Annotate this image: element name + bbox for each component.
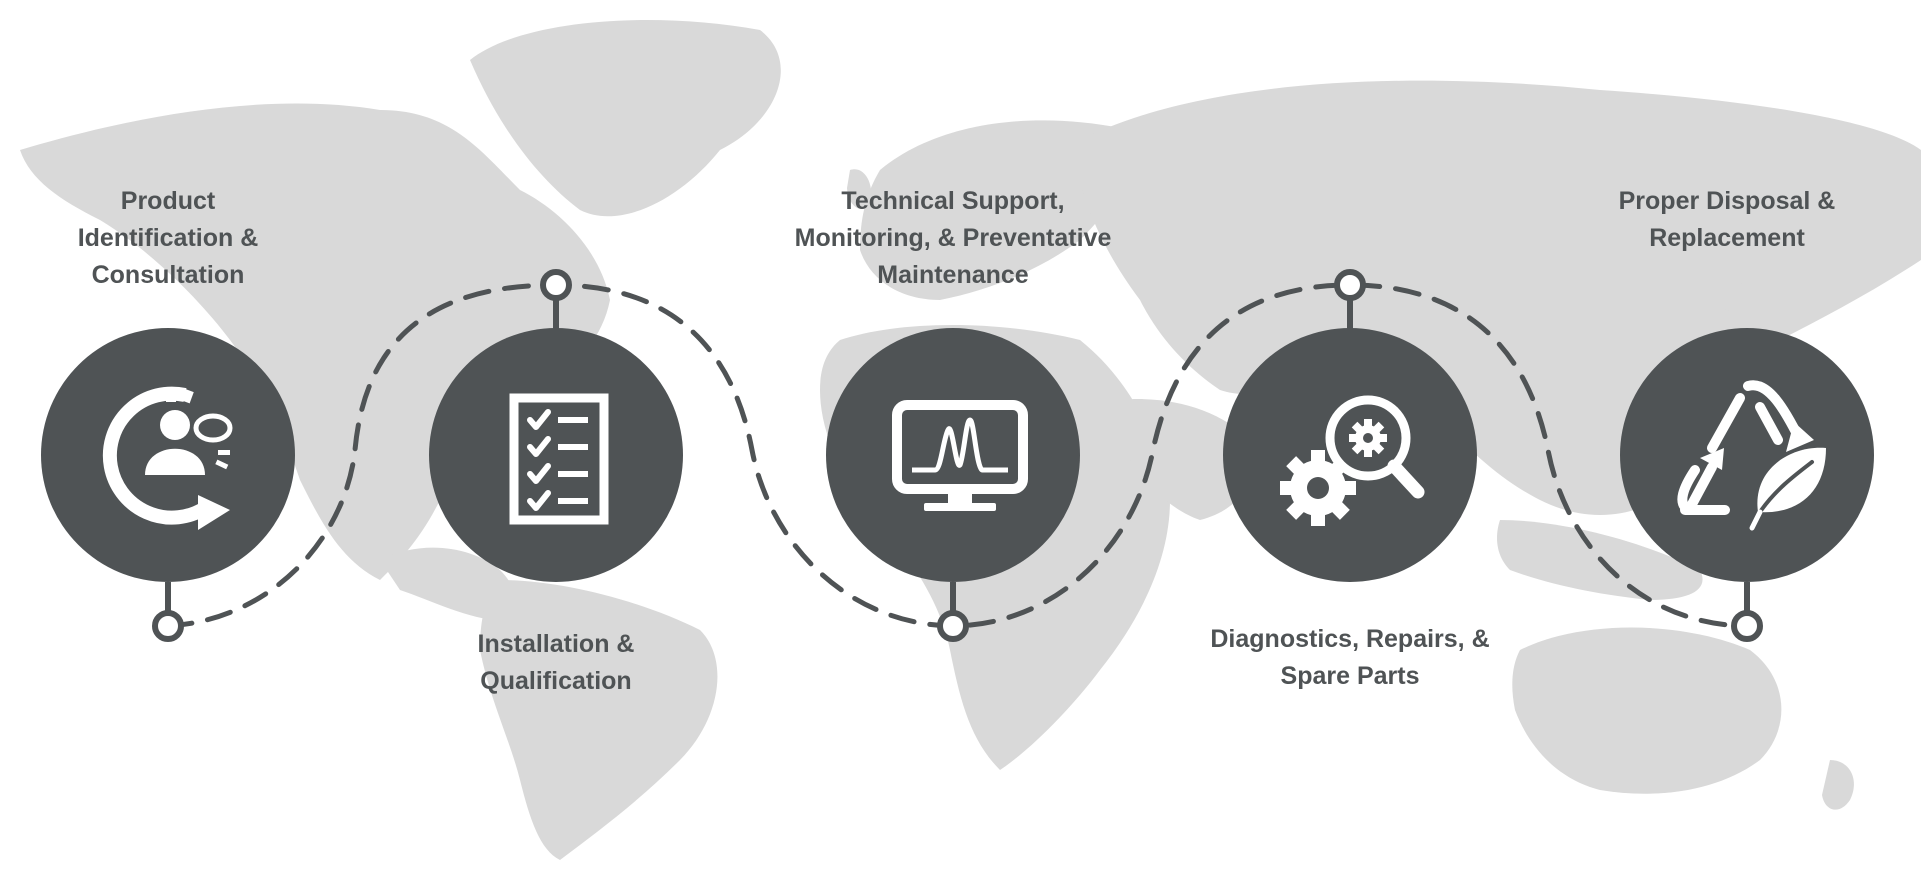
step-1-pin — [152, 610, 184, 642]
step-1-label: Product Identification & Consultation — [77, 187, 259, 289]
gear-magnifier-icon — [1280, 395, 1425, 526]
step-2-node — [429, 269, 683, 582]
step-4-pin — [1334, 269, 1366, 301]
step-5-circle — [1620, 328, 1874, 582]
recycle-leaf-icon — [1677, 380, 1826, 531]
step-1-node — [41, 328, 295, 642]
step-3-node — [826, 328, 1080, 642]
step-5-label: Proper Disposal & Replacement — [1618, 187, 1836, 252]
step-5-pin — [1731, 610, 1763, 642]
monitor-chart-icon — [892, 400, 1028, 511]
step-3-label: Technical Support, Monitoring, & Prevent… — [794, 187, 1112, 289]
consultation-icon — [102, 386, 233, 530]
step-5-node — [1620, 328, 1874, 642]
step-3-circle — [826, 328, 1080, 582]
step-4-node — [1223, 269, 1477, 582]
step-3-pin — [937, 610, 969, 642]
step-2-label: Installation & Qualification — [477, 630, 635, 695]
step-2-circle — [429, 328, 683, 582]
step-4-label: Diagnostics, Repairs, & Spare Parts — [1210, 625, 1490, 690]
step-2-pin — [540, 269, 572, 301]
checklist-icon — [509, 393, 609, 525]
